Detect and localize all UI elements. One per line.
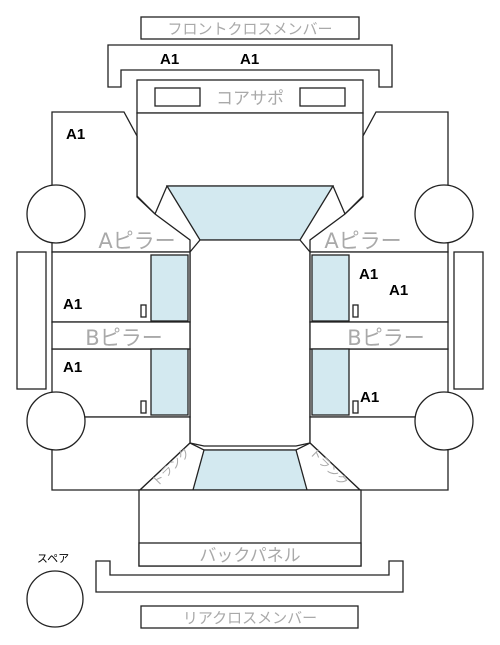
a-pillar-left-label: Aピラー (98, 229, 175, 253)
back-panel[interactable] (138, 542, 362, 567)
right-front-door-handle (352, 304, 359, 318)
b-pillar-left-label: Bピラー (85, 326, 162, 350)
damage-mark-right-front-door-1: A1 (359, 266, 378, 283)
damage-mark-front-cross-left: A1 (160, 51, 179, 68)
front-cross-member-panel[interactable] (140, 16, 360, 40)
right-front-wheel[interactable] (414, 184, 474, 244)
left-b-pillar[interactable] (51, 321, 191, 350)
left-rear-window[interactable] (150, 348, 189, 416)
damage-mark-front-cross-right: A1 (240, 51, 259, 68)
right-rear-door-handle (352, 400, 359, 414)
right-rocker-panel[interactable] (453, 251, 484, 390)
damage-mark-left-front-fender: A1 (66, 126, 85, 143)
rear-cross-member-panel[interactable] (140, 605, 359, 629)
roof-panel[interactable] (189, 239, 311, 447)
left-front-wheel[interactable] (26, 184, 86, 244)
windshield[interactable] (165, 185, 335, 241)
back-panel-label: バックパネル (199, 546, 300, 566)
right-rear-window[interactable] (311, 348, 350, 416)
a-pillar-right-label: Aピラー (324, 229, 401, 253)
right-front-window[interactable] (311, 254, 350, 322)
left-rear-wheel[interactable] (26, 391, 86, 451)
rear-window[interactable] (192, 449, 308, 491)
left-front-door-handle (140, 304, 147, 318)
damage-mark-left-front-door: A1 (63, 296, 82, 313)
damage-mark-left-rear-door: A1 (63, 359, 82, 376)
right-headlight-opening (299, 87, 346, 107)
left-headlight-opening (154, 87, 201, 107)
left-rear-door-handle (140, 400, 147, 414)
rear-cross-member-label: リアクロスメンバー (183, 609, 317, 627)
damage-mark-right-front-door-2: A1 (389, 282, 408, 299)
damage-mark-right-rear-door: A1 (360, 389, 379, 406)
b-pillar-right-label: Bピラー (347, 326, 424, 350)
rear-bumper-reinforcement[interactable] (95, 560, 404, 593)
core-support-label: コアサポ (216, 89, 284, 109)
front-bumper-reinforcement[interactable] (107, 44, 393, 88)
left-rocker-panel[interactable] (16, 251, 47, 390)
left-front-window[interactable] (150, 254, 189, 322)
spare-tire[interactable] (26, 570, 84, 628)
right-rear-wheel[interactable] (414, 391, 474, 451)
front-cross-member-label: フロントクロスメンバー (167, 20, 332, 38)
right-b-pillar[interactable] (309, 321, 449, 350)
spare-tire-label: スペア (37, 552, 69, 565)
